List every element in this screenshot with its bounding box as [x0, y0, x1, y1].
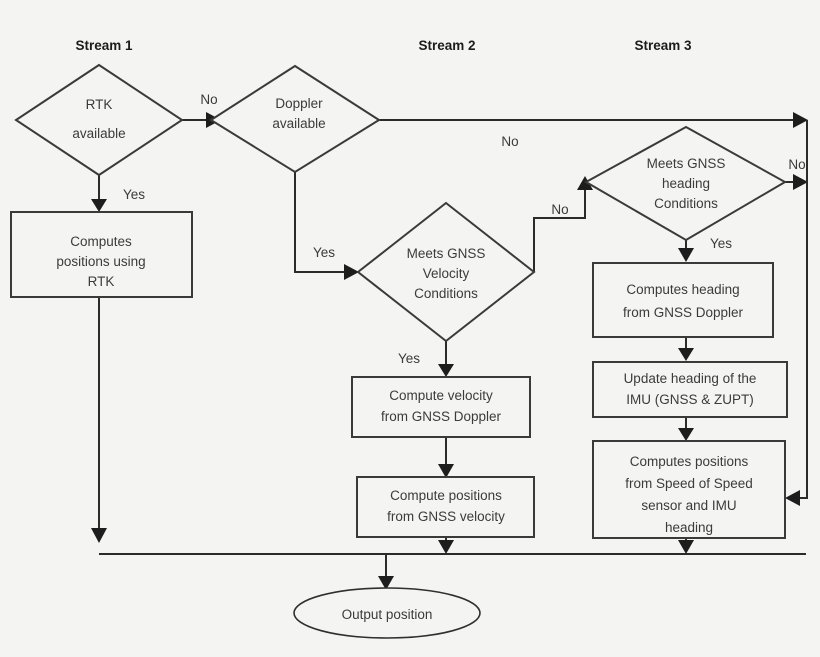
process-compute-velocity-doppler[interactable]: Compute velocity from GNSS Doppler: [351, 376, 531, 438]
decision-gnss-velocity-conditions-line2: Velocity: [423, 266, 470, 281]
terminator-output-position-label: Output position: [342, 607, 433, 622]
process-computes-positions-speed-imu-line2: from Speed of Speed: [625, 476, 753, 491]
connectors: [91, 112, 808, 590]
process-compute-positions-velocity-line2: from GNSS velocity: [387, 509, 505, 524]
process-compute-velocity-doppler-line1: Compute velocity: [389, 388, 493, 403]
arrowhead-heading-chain-2: [678, 428, 694, 441]
decision-doppler-available-shape[interactable]: [209, 64, 381, 174]
arrowhead-to-output: [378, 576, 394, 590]
decision-gnss-velocity-conditions-line1: Meets GNSS: [407, 246, 486, 261]
process-computes-heading-doppler[interactable]: Computes heading from GNSS Doppler: [592, 262, 774, 338]
decision-gnss-heading-conditions-line1: Meets GNSS: [647, 156, 726, 171]
process-computes-positions-rtk-shape[interactable]: [10, 211, 193, 298]
process-computes-heading-doppler-line1: Computes heading: [626, 282, 739, 297]
stream-headers: Stream 1 Stream 2 Stream 3: [75, 38, 692, 53]
edge-labels: No Yes No Yes No Yes No Yes: [123, 92, 806, 366]
edge-label-doppler-yes: Yes: [313, 245, 335, 260]
edge-velocity-no: [533, 190, 586, 272]
arrowhead-velocity-to-collector: [438, 540, 454, 554]
process-update-heading-imu-line2: IMU (GNSS & ZUPT): [626, 392, 754, 407]
arrowhead-heading-no: [793, 174, 808, 190]
process-computes-positions-rtk-line3: RTK: [88, 274, 115, 289]
process-computes-positions-speed-imu-line3: sensor and IMU: [641, 498, 736, 513]
process-computes-heading-doppler-shape[interactable]: [592, 262, 774, 338]
process-compute-positions-velocity[interactable]: Compute positions from GNSS velocity: [356, 476, 535, 538]
terminator-output-position-shape[interactable]: [293, 587, 481, 639]
arrowhead-rtk-box-down: [91, 528, 107, 543]
decision-doppler-available-line2: available: [272, 116, 325, 131]
arrowhead-heading-chain-1: [678, 348, 694, 361]
decision-gnss-velocity-conditions-shape[interactable]: [356, 201, 536, 343]
process-update-heading-imu[interactable]: Update heading of the IMU (GNSS & ZUPT): [592, 361, 788, 418]
arrowhead-right-bus-into-speed-box: [785, 490, 800, 506]
process-update-heading-imu-line1: Update heading of the: [624, 371, 757, 386]
decision-gnss-heading-conditions-line3: Conditions: [654, 196, 718, 211]
edge-label-heading-yes: Yes: [710, 236, 732, 251]
edge-label-velocity-no: No: [551, 202, 568, 217]
decision-rtk-available[interactable]: RTK available: [14, 63, 184, 177]
arrowhead-doppler-no: [793, 112, 808, 128]
stream-header-2: Stream 2: [418, 38, 475, 53]
edge-label-velocity-yes: Yes: [398, 351, 420, 366]
process-computes-positions-speed-imu-line1: Computes positions: [630, 454, 749, 469]
stream-header-3: Stream 3: [634, 38, 692, 53]
stream-header-1: Stream 1: [75, 38, 133, 53]
edge-right-bus: [800, 120, 808, 499]
process-compute-velocity-doppler-shape[interactable]: [351, 376, 531, 438]
decision-rtk-available-line1: RTK: [86, 97, 113, 112]
process-computes-positions-rtk-line1: Computes: [70, 234, 132, 249]
process-computes-positions-speed-imu-shape[interactable]: [592, 440, 786, 539]
arrowhead-doppler-yes: [344, 264, 359, 280]
edge-label-rtk-yes: Yes: [123, 187, 145, 202]
decision-rtk-available-line2: available: [72, 126, 125, 141]
process-computes-positions-speed-imu-line4: heading: [665, 520, 713, 535]
terminator-output-position[interactable]: Output position: [293, 587, 481, 639]
edge-doppler-yes: [294, 171, 344, 273]
decision-gnss-heading-conditions-shape[interactable]: [583, 125, 788, 242]
process-computes-positions-rtk-line2: positions using: [56, 254, 145, 269]
arrowhead-velocity-no: [577, 176, 593, 190]
edge-label-doppler-no: No: [501, 134, 518, 149]
decision-doppler-available-line1: Doppler: [275, 96, 323, 111]
arrowhead-velocity-box-chain: [438, 464, 454, 478]
arrowhead-rtk-yes: [91, 199, 107, 212]
decision-gnss-velocity-conditions-line3: Conditions: [414, 286, 478, 301]
decision-gnss-heading-conditions[interactable]: Meets GNSS heading Conditions: [583, 125, 788, 242]
process-computes-heading-doppler-line2: from GNSS Doppler: [623, 305, 744, 320]
arrowhead-velocity-yes: [438, 364, 454, 377]
decision-gnss-heading-conditions-line2: heading: [662, 176, 710, 191]
process-compute-positions-velocity-shape[interactable]: [356, 476, 535, 538]
edge-label-heading-no: No: [788, 157, 805, 172]
process-computes-positions-speed-imu[interactable]: Computes positions from Speed of Speed s…: [592, 440, 786, 539]
edge-label-rtk-no: No: [200, 92, 217, 107]
process-computes-positions-rtk[interactable]: Computes positions using RTK: [10, 211, 193, 298]
decision-doppler-available[interactable]: Doppler available: [209, 64, 381, 174]
decision-rtk-available-shape[interactable]: [14, 63, 184, 177]
process-compute-velocity-doppler-line2: from GNSS Doppler: [381, 409, 502, 424]
process-compute-positions-velocity-line1: Compute positions: [390, 488, 502, 503]
arrowhead-speed-to-collector: [678, 540, 694, 554]
arrowhead-heading-yes: [678, 248, 694, 262]
process-update-heading-imu-shape[interactable]: [592, 361, 788, 418]
decision-gnss-velocity-conditions[interactable]: Meets GNSS Velocity Conditions: [356, 201, 536, 343]
